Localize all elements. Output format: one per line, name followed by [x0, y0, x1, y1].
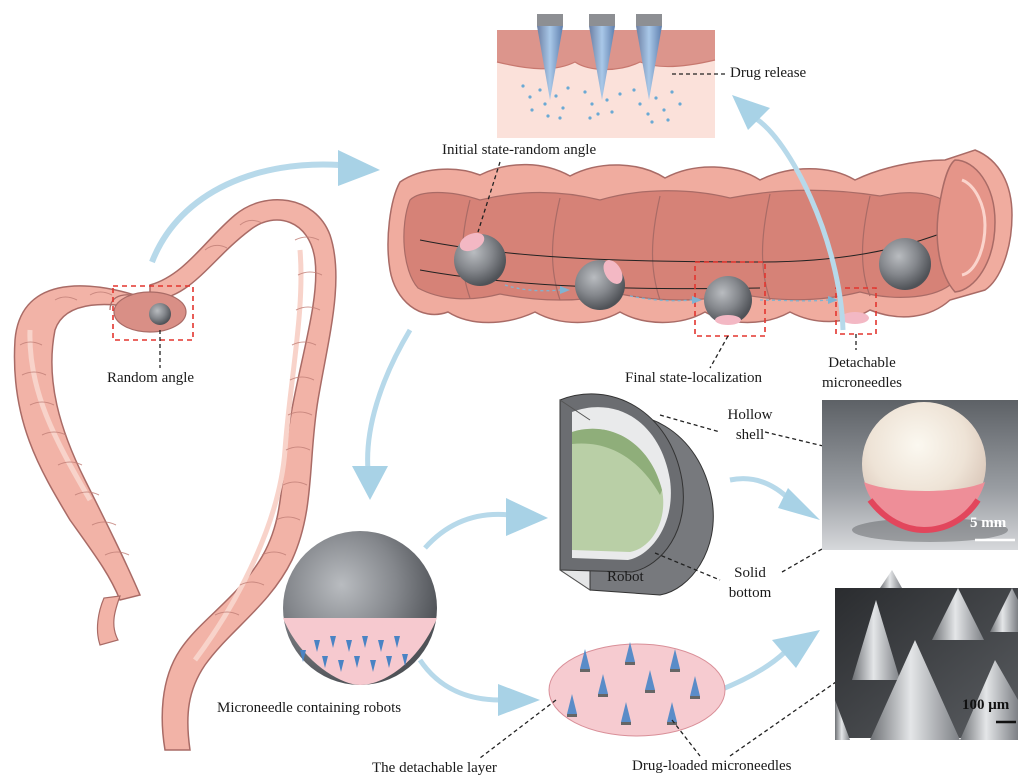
label-detachable-microneedles-line2: microneedles	[812, 375, 912, 392]
label-drug-loaded-microneedles: Drug-loaded microneedles	[632, 758, 792, 775]
intestine-segment	[388, 150, 1012, 368]
label-initial-state: Initial state-random angle	[442, 142, 596, 159]
label-hollow-shell-line2: shell	[720, 427, 780, 444]
label-random-angle: Random angle	[107, 370, 194, 387]
microneedle-robot	[283, 531, 437, 685]
robot-final	[879, 238, 931, 290]
label-final-state: Final state-localization	[625, 370, 762, 387]
label-hollow-shell-line1: Hollow	[720, 407, 780, 424]
sem-photo	[835, 570, 1018, 740]
scalebar-label-sem-photo: 100 μm	[962, 697, 1009, 714]
label-detachable-microneedles-line1: Detachable	[822, 355, 902, 372]
label-robot: Robot	[607, 569, 644, 586]
colon-illustration	[14, 200, 335, 750]
label-detachable-layer: The detachable layer	[372, 760, 497, 777]
label-solid-bottom-line1: Solid	[720, 565, 780, 582]
label-drug-release: Drug release	[730, 65, 806, 82]
scalebar-label-robot-photo: 5 mm	[970, 515, 1006, 532]
label-solid-bottom-line2: bottom	[720, 585, 780, 602]
label-microneedle-robots: Microneedle containing robots	[217, 700, 401, 717]
drug-release-tissue	[497, 14, 726, 138]
